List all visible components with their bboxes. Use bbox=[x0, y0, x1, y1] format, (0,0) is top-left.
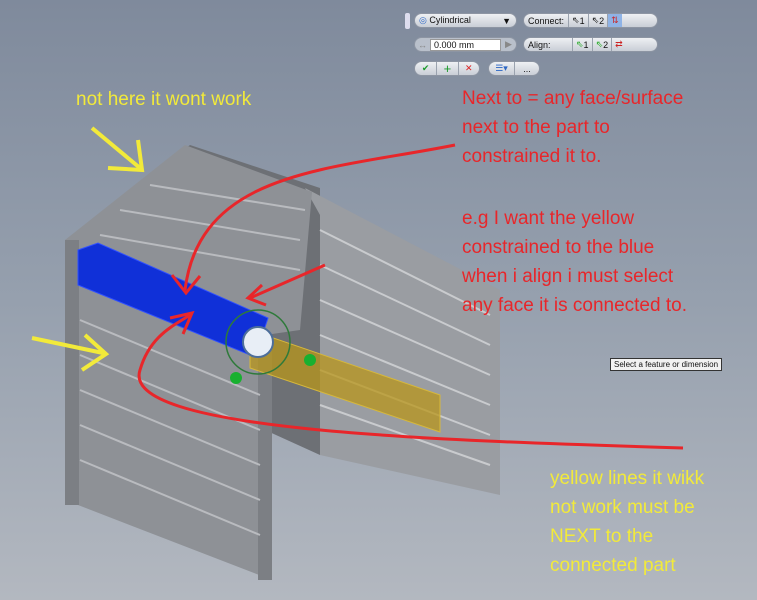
connect-group: Connect: ⇖1 ⇖2 ⇅ bbox=[523, 13, 658, 28]
ok-button[interactable]: ✔ bbox=[415, 62, 436, 75]
apply-button[interactable]: + bbox=[436, 61, 457, 76]
flip-icon[interactable]: ⇅ bbox=[607, 14, 622, 27]
right-wall[interactable] bbox=[305, 188, 500, 495]
x-icon: ✕ bbox=[465, 63, 473, 73]
connect-1-button[interactable]: ⇖1 bbox=[568, 14, 588, 27]
cylindrical-icon: ◎ bbox=[419, 15, 427, 25]
drag-handle[interactable] bbox=[230, 372, 242, 384]
align-2-button[interactable]: ⇖2 bbox=[591, 38, 612, 51]
right-wall-planks bbox=[319, 229, 491, 466]
align-flip-icon[interactable]: ⇄ bbox=[611, 38, 626, 51]
more-button[interactable]: ... bbox=[513, 62, 539, 75]
left-wall[interactable] bbox=[65, 145, 312, 580]
check-icon: ✔ bbox=[421, 63, 430, 73]
left-wall-planks bbox=[79, 184, 306, 536]
joint-type-dropdown[interactable]: ◎ Cylindrical ▼ bbox=[414, 13, 517, 28]
list-icon: ☰▾ bbox=[495, 63, 508, 73]
options-group: ☰▾ ... bbox=[488, 61, 540, 76]
offset-field[interactable]: ↔ 0.000 mm ▶ bbox=[414, 37, 517, 52]
action-group: ✔ + ✕ bbox=[414, 61, 480, 76]
joint-glyph[interactable] bbox=[242, 326, 274, 358]
connect-2-button[interactable]: ⇖2 bbox=[587, 14, 608, 27]
tooltip: Select a feature or dimension bbox=[610, 358, 723, 371]
drag-handle[interactable] bbox=[304, 354, 316, 366]
annotation-top-left: not here it wont work bbox=[76, 89, 252, 110]
offset-input[interactable]: 0.000 mm bbox=[430, 38, 501, 51]
list-options-button[interactable]: ☰▾ bbox=[489, 62, 514, 75]
plus-icon: + bbox=[443, 61, 452, 76]
red-arrows bbox=[137, 143, 684, 450]
chevron-down-icon: ▼ bbox=[502, 15, 511, 26]
align-group: Align: ⇖1 ⇖2 ⇄ bbox=[523, 37, 658, 52]
align-label: Align: bbox=[528, 39, 551, 50]
offset-icon: ↔ bbox=[418, 39, 427, 50]
cancel-button[interactable]: ✕ bbox=[457, 62, 479, 75]
arrow-right-icon[interactable]: ▶ bbox=[505, 39, 512, 49]
align-1-button[interactable]: ⇖1 bbox=[572, 38, 592, 51]
joint-type-value: Cylindrical bbox=[429, 15, 471, 25]
connect-label: Connect: bbox=[528, 15, 565, 26]
toolbar-grip[interactable] bbox=[405, 13, 410, 29]
yellow-arrows bbox=[31, 126, 145, 372]
